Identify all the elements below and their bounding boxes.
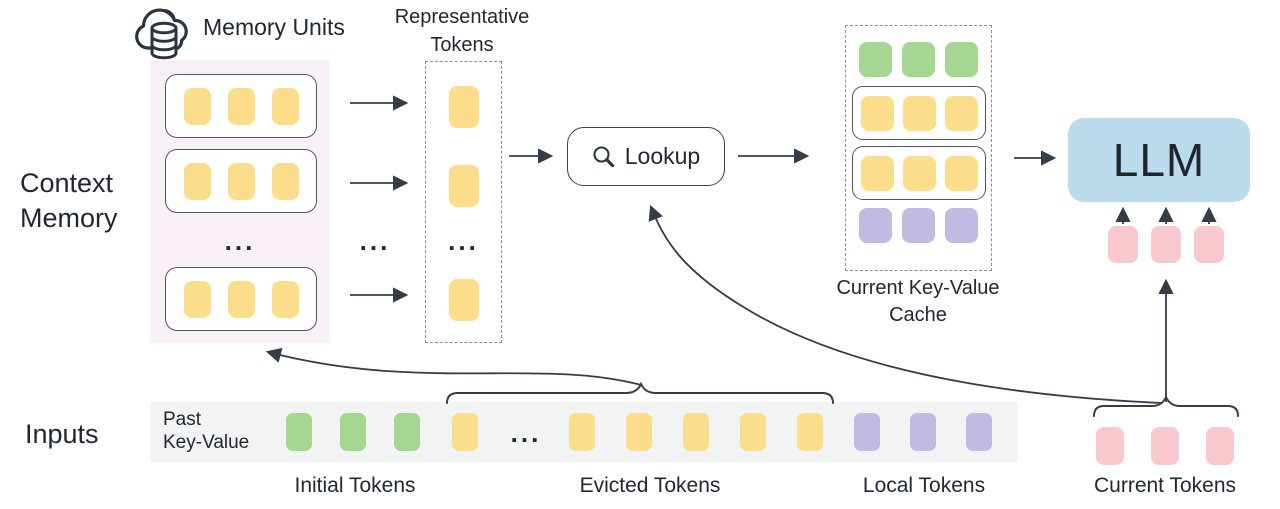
context-memory-label: Context Memory xyxy=(20,168,118,233)
context-memory-panel xyxy=(150,60,330,343)
yellow-token xyxy=(271,280,299,318)
memory-unit xyxy=(165,149,317,213)
past-key-value-label: Past Key-Value xyxy=(163,409,250,453)
representative-tokens-box xyxy=(425,61,502,343)
cache-local-row xyxy=(846,208,991,243)
yellow-token xyxy=(683,413,709,451)
inputs-label: Inputs xyxy=(25,419,99,449)
pink-token xyxy=(1151,427,1179,465)
yellow-token xyxy=(227,280,255,318)
yellow-token xyxy=(183,280,211,318)
current-tokens-group xyxy=(1096,427,1234,465)
yellow-token xyxy=(944,155,978,191)
memory-unit xyxy=(165,267,317,331)
llm-input-tokens xyxy=(1108,226,1224,263)
purple-token xyxy=(945,208,978,243)
pink-token xyxy=(1206,427,1234,465)
evicted-tokens-group-left xyxy=(452,413,478,451)
yellow-token xyxy=(271,87,299,125)
yellow-token xyxy=(569,413,595,451)
representative-token xyxy=(448,86,479,128)
green-token xyxy=(859,42,892,77)
yellow-token xyxy=(227,87,255,125)
yellow-token xyxy=(183,87,211,125)
yellow-token xyxy=(227,162,255,200)
initial-tokens-label: Initial Tokens xyxy=(294,474,416,497)
arrow-evicted-to-memory xyxy=(265,347,642,386)
band-ellipsis: ... xyxy=(510,418,542,448)
evicted-tokens-brace xyxy=(446,381,834,404)
current-tokens-brace xyxy=(1093,394,1239,417)
yellow-token xyxy=(452,413,478,451)
purple-token xyxy=(966,413,992,451)
representative-token xyxy=(448,165,479,207)
initial-tokens-group xyxy=(286,413,420,451)
cache-initial-row xyxy=(846,42,991,77)
yellow-token xyxy=(740,413,766,451)
purple-token xyxy=(859,208,892,243)
yellow-token xyxy=(902,155,936,191)
evicted-tokens-label: Evicted Tokens xyxy=(579,474,721,497)
evicted-tokens-group-right xyxy=(569,413,823,451)
representative-token xyxy=(448,279,479,321)
yellow-token xyxy=(797,413,823,451)
llm-node: LLM xyxy=(1068,118,1250,202)
yellow-token xyxy=(902,95,936,131)
current-tokens-label: Current Tokens xyxy=(1093,474,1237,497)
pink-token xyxy=(1108,226,1138,263)
green-token xyxy=(340,413,366,451)
green-token xyxy=(394,413,420,451)
current-kv-cache-box xyxy=(845,25,992,271)
yellow-token xyxy=(860,95,894,131)
lookup-label: Lookup xyxy=(624,143,701,169)
cache-memory-unit xyxy=(852,146,986,200)
green-token xyxy=(286,413,312,451)
yellow-token xyxy=(271,162,299,200)
arrows-ellipsis: ... xyxy=(359,226,391,256)
cloud-database-icon xyxy=(135,8,188,60)
purple-token xyxy=(854,413,880,451)
green-token xyxy=(945,42,978,77)
pink-token xyxy=(1096,427,1124,465)
purple-token xyxy=(902,208,935,243)
lookup-node: Lookup xyxy=(567,127,725,186)
yellow-token xyxy=(448,165,479,207)
yellow-token xyxy=(448,279,479,321)
yellow-token xyxy=(448,86,479,128)
yellow-token xyxy=(944,95,978,131)
pink-token xyxy=(1194,226,1224,263)
purple-token xyxy=(910,413,936,451)
local-tokens-group xyxy=(854,413,992,451)
representative-tokens-label: Representative Tokens xyxy=(394,6,530,56)
yellow-token xyxy=(183,162,211,200)
green-token xyxy=(902,42,935,77)
memory-panel-ellipsis: ... xyxy=(224,226,256,256)
cache-memory-unit xyxy=(852,86,986,140)
search-icon xyxy=(593,145,614,167)
current-kv-cache-label: Current Key-Value Cache xyxy=(836,277,1000,326)
representative-ellipsis: ... xyxy=(448,226,479,256)
llm-label: LLM xyxy=(1112,134,1206,186)
yellow-token xyxy=(626,413,652,451)
pink-token xyxy=(1151,226,1181,263)
local-tokens-label: Local Tokens xyxy=(862,474,986,497)
memory-unit xyxy=(165,74,317,138)
yellow-token xyxy=(860,155,894,191)
memory-units-label: Memory Units xyxy=(203,14,345,40)
